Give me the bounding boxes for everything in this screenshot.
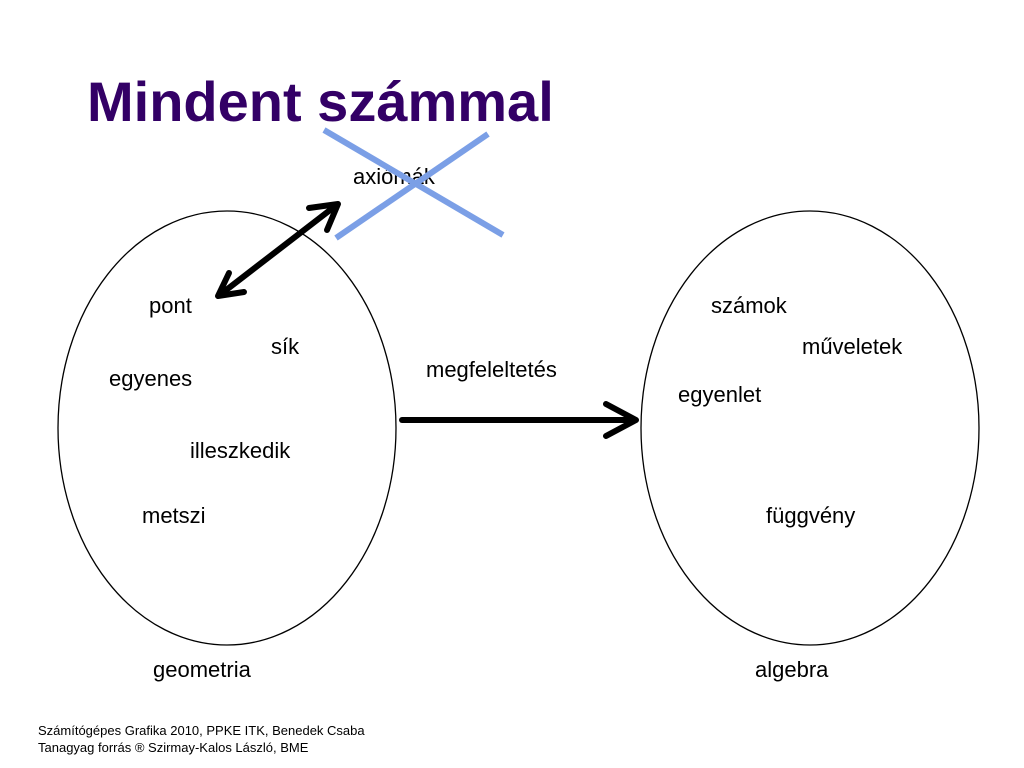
double-arrow-icon bbox=[215, 201, 341, 299]
footer-source-line: Tanagyag forrás ® Szirmay-Kalos László, … bbox=[38, 740, 309, 755]
cross-out-icon bbox=[322, 127, 505, 241]
mapping-label: megfeleltetés bbox=[426, 357, 557, 382]
algebra-term: számok bbox=[711, 293, 788, 318]
algebra-term: egyenlet bbox=[678, 382, 761, 407]
footer-credit-line: Számítógépes Grafika 2010, PPKE ITK, Ben… bbox=[38, 723, 365, 738]
algebra-ellipse bbox=[640, 210, 980, 646]
geometry-ellipse bbox=[57, 210, 397, 646]
geometry-set-label: geometria bbox=[153, 657, 252, 682]
geometry-term: pont bbox=[149, 293, 192, 318]
geometry-term: sík bbox=[271, 334, 300, 359]
mapping-arrow-icon bbox=[399, 401, 639, 439]
algebra-term: függvény bbox=[766, 503, 855, 528]
geometry-term: metszi bbox=[142, 503, 206, 528]
geometry-term: egyenes bbox=[109, 366, 192, 391]
geometry-term: illeszkedik bbox=[190, 438, 291, 463]
slide-title: Mindent számmal bbox=[87, 70, 554, 133]
algebra-term: műveletek bbox=[802, 334, 903, 359]
algebra-set-label: algebra bbox=[755, 657, 829, 682]
